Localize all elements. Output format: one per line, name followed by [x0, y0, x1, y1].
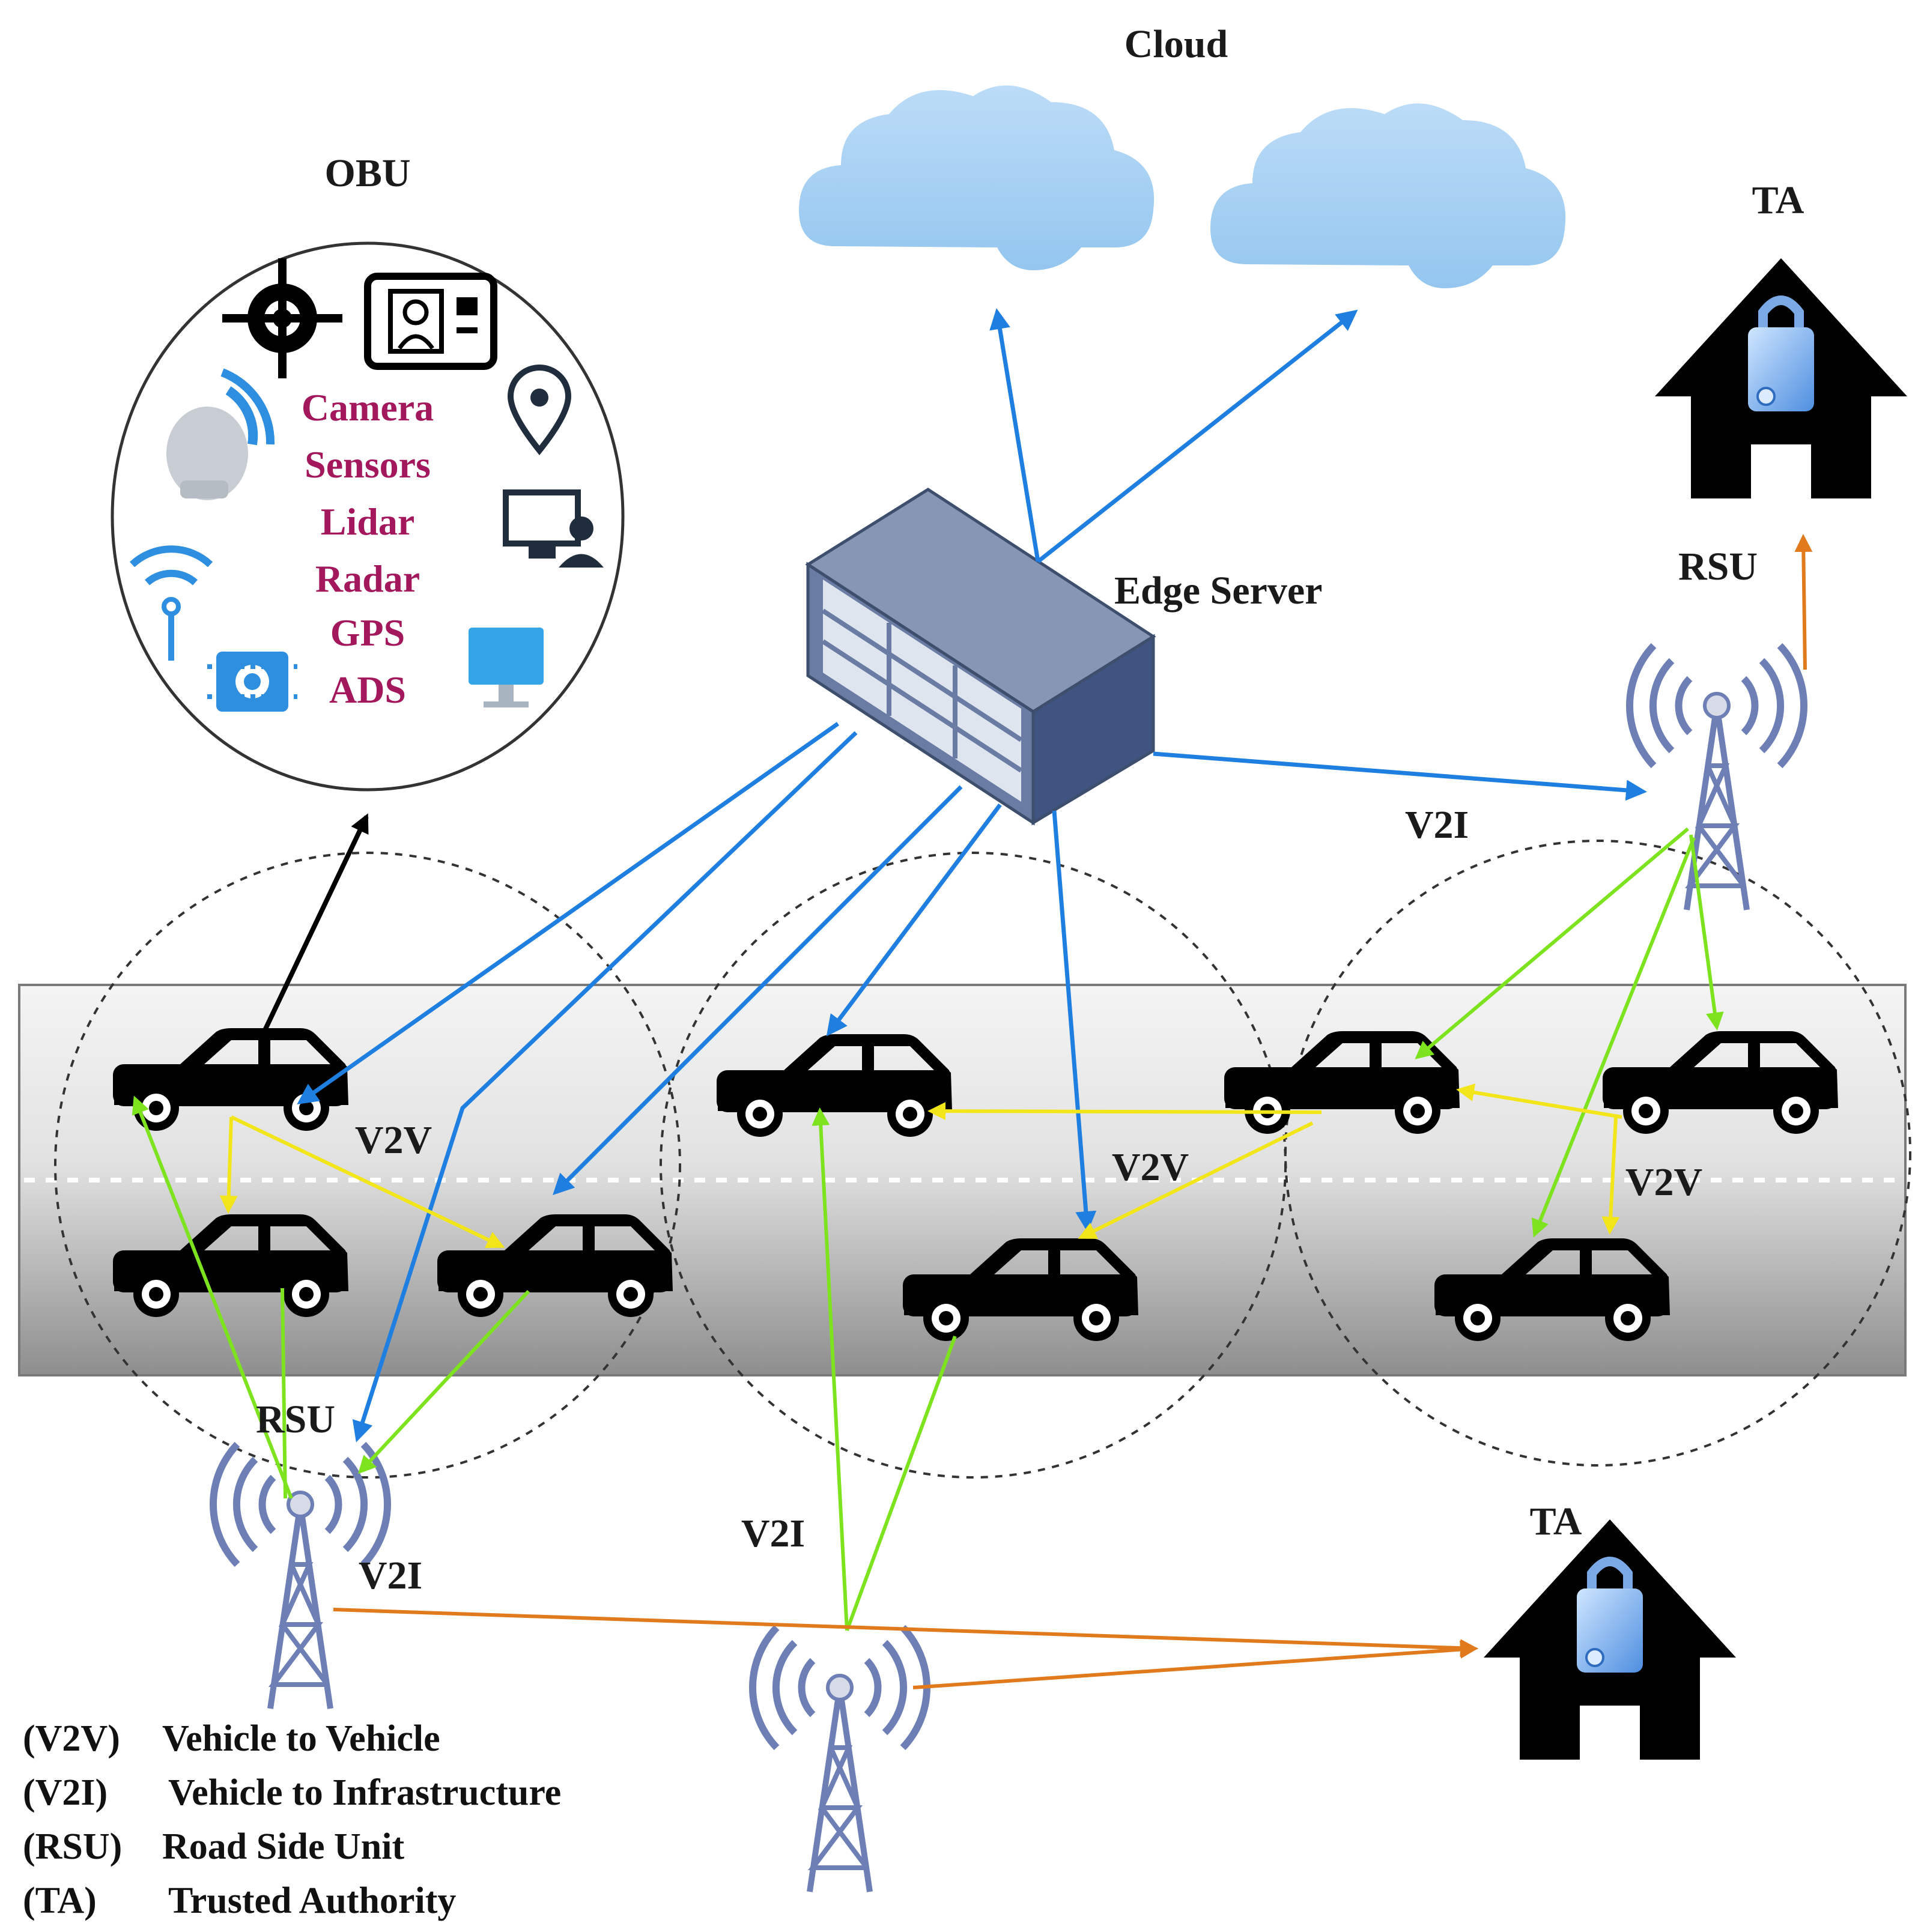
legend-abbr: (V2I)	[23, 1772, 108, 1813]
obu-link	[259, 813, 369, 1039]
wifi-antenna-icon	[129, 545, 213, 661]
ta-label-top: TA	[1752, 178, 1804, 222]
obu-label: OBU	[324, 151, 410, 195]
id-card-icon	[364, 273, 497, 370]
v2v-label-middle: V2V	[1112, 1145, 1189, 1189]
legend-abbr: (V2V)	[23, 1718, 120, 1759]
satellite-dish-icon	[166, 368, 275, 500]
v2i-label-left: V2I	[359, 1554, 422, 1597]
obu-item-radar: Radar	[315, 557, 420, 600]
location-pin-icon	[507, 365, 572, 456]
v2i-label-bottom: V2I	[741, 1512, 805, 1555]
target-icon	[222, 258, 342, 378]
v2v-label-right: V2V	[1625, 1160, 1702, 1204]
legend-text: Vehicle to Vehicle	[162, 1718, 440, 1759]
legend-text: Trusted Authority	[168, 1880, 456, 1921]
ta-links	[333, 534, 1813, 1689]
obu-item-list: Camera Sensors Lidar Radar GPS ADS	[302, 386, 434, 711]
cloud-label: Cloud	[1124, 22, 1228, 66]
obu-item-lidar: Lidar	[321, 500, 414, 543]
v2i-links	[132, 827, 1724, 1632]
rsu-coverage-left	[54, 852, 681, 1479]
edge-server-icon	[805, 488, 1156, 826]
rsu-tower-icon	[753, 1628, 927, 1892]
v2v-links	[219, 1083, 1622, 1249]
obu-item-ads: ADS	[329, 668, 406, 711]
legend-text: Vehicle to Infrastructure	[168, 1772, 561, 1813]
obu-item-sensors: Sensors	[305, 443, 431, 486]
v2i-label-right: V2I	[1405, 803, 1469, 847]
legend-abbr: (TA)	[23, 1880, 97, 1921]
desktop-monitor-icon	[469, 628, 544, 707]
cloud-icon	[799, 85, 1155, 270]
v2v-label-left: V2V	[355, 1118, 432, 1162]
obu-item-camera: Camera	[302, 386, 434, 429]
rsu-coverage-right	[1284, 840, 1911, 1467]
trusted-authority-house-icon	[1655, 258, 1907, 498]
rsu-label-left: RSU	[256, 1398, 335, 1441]
legend: (V2V) Vehicle to Vehicle (V2I) Vehicle t…	[23, 1718, 561, 1921]
edge-links	[297, 308, 1647, 1443]
camera-chip-icon	[207, 652, 297, 712]
legend-text: Road Side Unit	[162, 1826, 404, 1867]
trusted-authority-house-icon	[1484, 1519, 1736, 1760]
edge-server-label: Edge Server	[1114, 569, 1322, 613]
obu-item-gps: GPS	[330, 611, 405, 654]
cloud-icon	[1210, 103, 1566, 288]
monitor-user-icon	[503, 489, 604, 568]
rsu-label-right: RSU	[1678, 545, 1758, 589]
legend-abbr: (RSU)	[23, 1826, 122, 1867]
ta-label-bottom: TA	[1530, 1500, 1582, 1543]
rsu-tower-icon	[1630, 646, 1804, 910]
